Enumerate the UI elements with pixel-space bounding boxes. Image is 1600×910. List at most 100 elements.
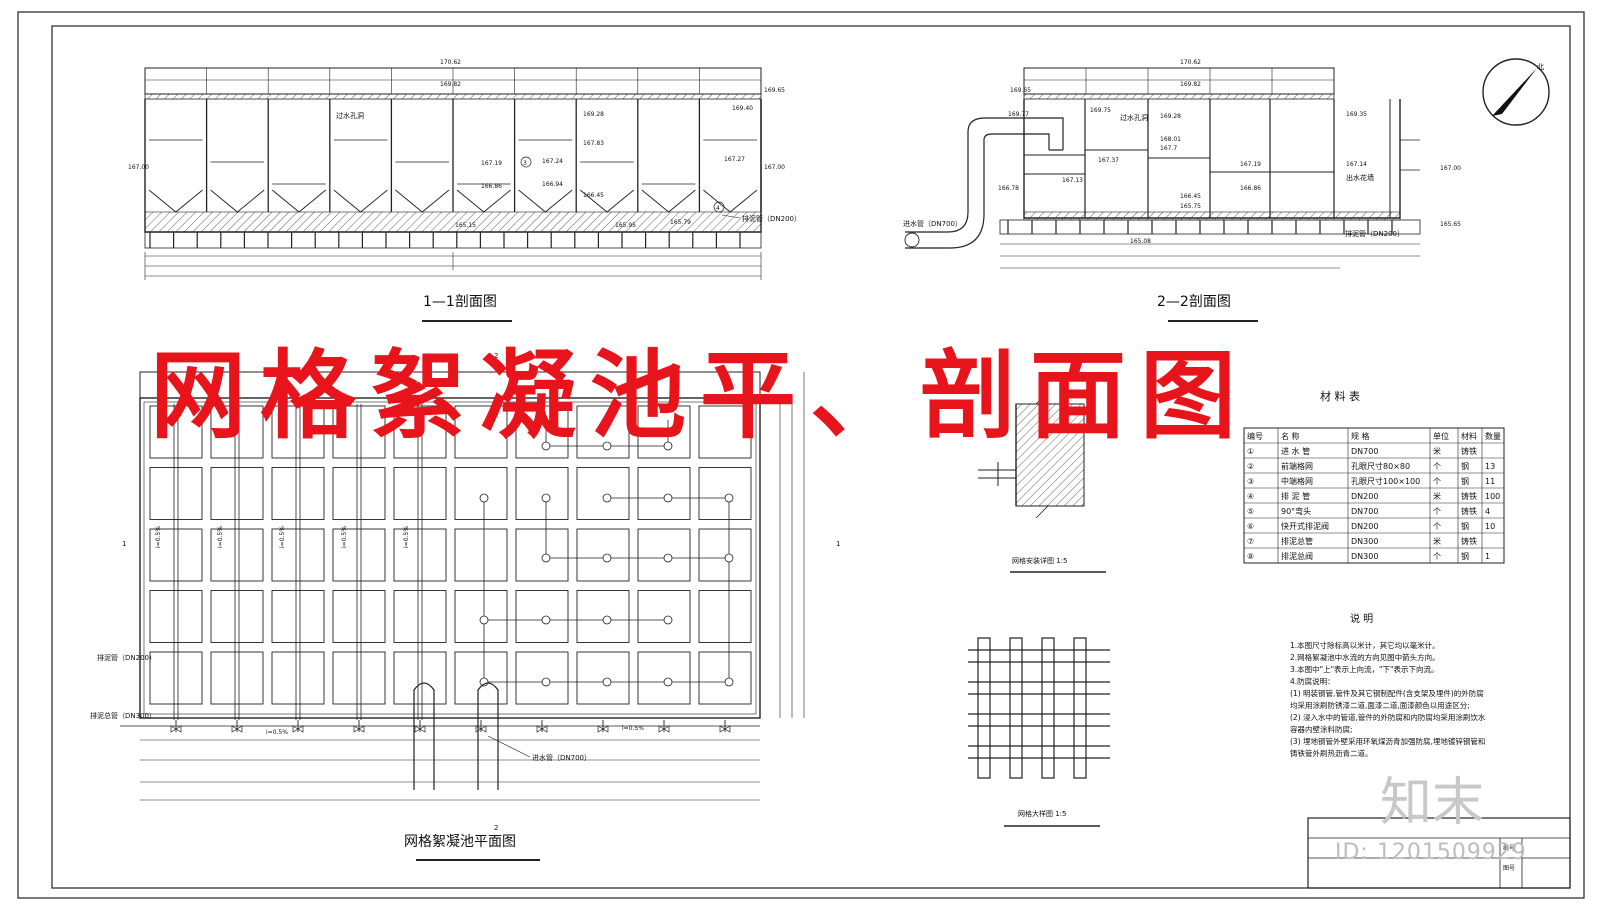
grid-cell bbox=[454, 467, 508, 520]
table-cell: 快开式排泥阀 bbox=[1281, 521, 1329, 531]
table-cell: ① bbox=[1247, 447, 1254, 456]
slope-label-1: i=0.5% bbox=[155, 526, 162, 548]
slope-label-5: i=0.5% bbox=[403, 526, 410, 548]
grid-detail-caption: 网格大样图 1:5 bbox=[1018, 809, 1067, 818]
elev-1-1-water: 169.82 bbox=[440, 81, 461, 88]
grid-cell bbox=[698, 405, 752, 459]
banner-title: 网格絮凝池平、剖面图 bbox=[150, 339, 1250, 452]
grid-cell bbox=[271, 467, 325, 520]
table-cell: 个 bbox=[1433, 477, 1441, 486]
grid-cell bbox=[576, 651, 630, 705]
table-cell: 铸铁 bbox=[1461, 536, 1477, 546]
section-1-1-caption: 1—1剖面图 bbox=[423, 294, 497, 310]
node bbox=[602, 677, 612, 687]
svg-text:168.01: 168.01 bbox=[1160, 136, 1181, 143]
table-cell: 中端格网 bbox=[1281, 476, 1313, 486]
watermark-logo: 知末 bbox=[1380, 773, 1485, 833]
elev-1-1-i: 165.95 bbox=[615, 222, 636, 229]
table-cell: ③ bbox=[1247, 477, 1254, 486]
svg-text:169.35: 169.35 bbox=[1346, 111, 1367, 118]
note-line: 4.防腐说明： bbox=[1290, 676, 1335, 686]
note-line: 铸铁管外刷热沥青二道。 bbox=[1290, 748, 1373, 758]
hopper-bottom bbox=[395, 189, 450, 213]
slope-label-2: i=0.5% bbox=[217, 526, 224, 548]
table-cell: ⑥ bbox=[1247, 522, 1254, 531]
svg-text:167.7: 167.7 bbox=[1160, 145, 1177, 152]
hopper-bottom bbox=[703, 189, 758, 213]
table-cell: 米 bbox=[1433, 536, 1441, 546]
table-cell: 排 泥 管 bbox=[1281, 491, 1310, 501]
table-cell: ④ bbox=[1247, 492, 1254, 501]
table-cell: 铸铁 bbox=[1461, 491, 1477, 501]
grid-cell bbox=[149, 590, 203, 643]
svg-text:4: 4 bbox=[716, 205, 720, 212]
node bbox=[602, 615, 612, 625]
svg-text:167.14: 167.14 bbox=[1346, 161, 1367, 168]
slope-label-4: i=0.5% bbox=[341, 526, 348, 548]
hopper-bottom bbox=[518, 189, 573, 213]
table-cell: 钢 bbox=[1461, 476, 1469, 486]
grid-cell bbox=[393, 405, 447, 459]
grid-cell bbox=[210, 590, 264, 643]
svg-text:166.86: 166.86 bbox=[1240, 185, 1261, 192]
grid-cell bbox=[149, 405, 203, 459]
grid-bar bbox=[1073, 637, 1087, 779]
note-line: 1.本图尺寸除标高以米计，其它均以毫米计。 bbox=[1290, 640, 1440, 650]
note-line: 3.本图中"上"表示上向流，"下"表示下向流。 bbox=[1290, 664, 1438, 674]
node bbox=[541, 615, 551, 625]
grid-cell bbox=[393, 651, 447, 705]
table-cell: 前端格网 bbox=[1281, 461, 1313, 471]
table-cell: 铸铁 bbox=[1461, 446, 1477, 456]
title-block-row2: 图号 bbox=[1503, 865, 1515, 872]
elev-1-1-g: 166.94 bbox=[542, 181, 563, 188]
svg-text:2: 2 bbox=[494, 824, 498, 832]
svg-text:166.45: 166.45 bbox=[1180, 193, 1201, 200]
elev-1-1-d: 167.19 bbox=[481, 160, 502, 167]
elev-1-1-a: 169.28 bbox=[583, 111, 604, 118]
grid-cell bbox=[210, 405, 264, 459]
grid-cell bbox=[393, 528, 447, 582]
hopper-bottom bbox=[271, 189, 327, 213]
table-cell: 钢 bbox=[1461, 461, 1469, 471]
table-cell: DN300 bbox=[1351, 537, 1378, 546]
plan-drain-pipe-label: 排泥管（DN200） bbox=[97, 653, 156, 662]
elev-1-1-f: 166.86 bbox=[481, 183, 502, 190]
svg-text:166.78: 166.78 bbox=[998, 185, 1019, 192]
table-cell: 米 bbox=[1433, 491, 1441, 501]
grid-cell bbox=[698, 467, 752, 520]
table-header-cell: 编号 bbox=[1247, 431, 1263, 441]
table-header-cell: 材料 bbox=[1461, 431, 1477, 441]
node bbox=[541, 553, 551, 563]
grid-cell bbox=[698, 651, 752, 705]
svg-text:169.82: 169.82 bbox=[1180, 81, 1201, 88]
section-1-1-rail-posts bbox=[144, 68, 762, 94]
grid-cell bbox=[393, 467, 447, 520]
grid-cell bbox=[393, 590, 447, 643]
grid-cell bbox=[271, 590, 325, 643]
table-cell: 孔眼尺寸100×100 bbox=[1351, 476, 1420, 486]
overflow-hole-label: 过水孔洞 bbox=[336, 111, 364, 120]
grid-cell bbox=[210, 467, 264, 520]
node bbox=[541, 493, 551, 503]
grid-cell bbox=[515, 590, 569, 643]
grid-cell bbox=[271, 651, 325, 705]
elev-1-1-j: 165.79 bbox=[670, 219, 691, 226]
grid-cell bbox=[210, 651, 264, 705]
grid-cell bbox=[271, 528, 325, 582]
elev-1-1-e: 167.27 bbox=[724, 156, 745, 163]
node bbox=[663, 615, 673, 625]
grid-cell bbox=[454, 651, 508, 705]
grid-cell bbox=[454, 590, 508, 643]
grid-bar bbox=[977, 637, 991, 779]
grid-detail bbox=[968, 637, 1110, 779]
grid-cell bbox=[454, 528, 508, 582]
plan-view: i=0.5% i=0.5% i=0.5% i=0.5% i=0.5% i=0.5… bbox=[90, 352, 840, 832]
table-cell: 米 bbox=[1433, 446, 1441, 456]
svg-text:169.77: 169.77 bbox=[1008, 111, 1029, 118]
flow-path bbox=[483, 497, 730, 683]
elev-1-1-r2: 169.40 bbox=[732, 105, 753, 112]
svg-text:2: 2 bbox=[494, 352, 498, 360]
plan-grid-cells bbox=[149, 405, 752, 705]
north-label: 北 bbox=[1537, 63, 1544, 71]
table-cell: 钢 bbox=[1461, 521, 1469, 531]
